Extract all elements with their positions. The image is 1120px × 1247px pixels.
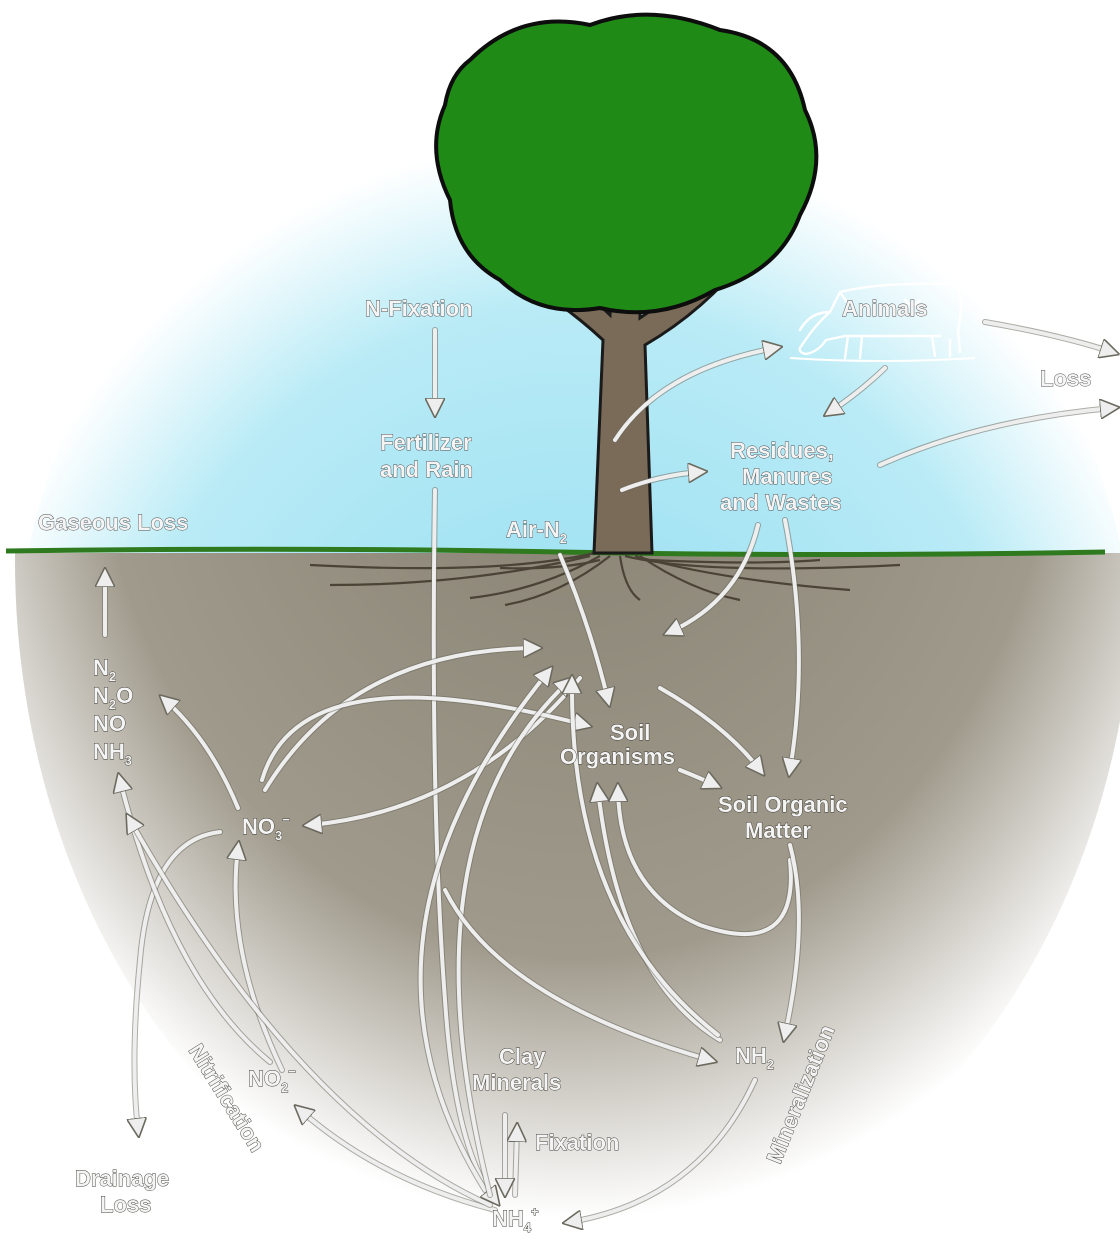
- arrow-nh4-clay: [515, 1130, 517, 1195]
- nh4-subscript: 4: [524, 1220, 532, 1235]
- no2-text: NO: [248, 1066, 281, 1091]
- soil-organisms-label-line2: Organisms: [560, 744, 675, 769]
- n2-subscript: 2: [109, 669, 116, 684]
- soil-organisms-label-line1: Soil: [610, 720, 650, 745]
- nh2-subscript: 2: [767, 1057, 774, 1072]
- nh4-superscript: +: [531, 1204, 539, 1219]
- animals-label: Animals: [842, 296, 928, 321]
- n2o-subscript: 2: [109, 697, 116, 712]
- no3-text: NO: [242, 814, 275, 839]
- fertilizer-label-line2: and Rain: [380, 457, 473, 482]
- residues-label-line3: and Wastes: [720, 490, 841, 515]
- nh2-text: NH: [735, 1043, 767, 1068]
- drainage-loss-label-line2: Loss: [100, 1192, 151, 1217]
- gaseous-loss-label: Gaseous Loss: [38, 510, 188, 535]
- drainage-loss-label-line1: Drainage: [75, 1166, 169, 1191]
- residues-label-line2: Manures: [742, 464, 832, 489]
- soil-organic-matter-label-line2: Matter: [745, 818, 811, 843]
- no2-subscript: 2: [281, 1080, 288, 1095]
- n2o-text-b: O: [116, 683, 133, 708]
- n2o-text-a: N: [93, 683, 109, 708]
- soil-organic-matter-label-line1: Soil Organic: [718, 792, 848, 817]
- no3-subscript: 3: [275, 828, 282, 843]
- n2-text: N: [93, 655, 109, 680]
- nh3-subscript: 3: [125, 753, 132, 768]
- air-n2-label: Air-N2: [506, 517, 567, 546]
- air-n2-subscript: 2: [560, 531, 567, 546]
- no-label: NO: [93, 711, 126, 736]
- fertilizer-label-line1: Fertilizer: [380, 430, 472, 455]
- fixation-label: Fixation: [535, 1130, 619, 1155]
- no3-superscript: −: [282, 812, 290, 827]
- tree-canopy: [436, 15, 816, 313]
- loss-label: Loss: [1040, 366, 1091, 391]
- nh4-text: NH: [492, 1206, 524, 1231]
- air-n2-text: Air-N: [506, 517, 560, 542]
- no2-superscript: −: [288, 1064, 296, 1079]
- clay-minerals-label-line2: Minerals: [472, 1070, 561, 1095]
- n-fixation-label: N-Fixation: [365, 296, 473, 321]
- residues-label-line1: Residues,: [730, 438, 834, 463]
- clay-minerals-label-line1: Clay: [499, 1044, 546, 1069]
- nh3-text: NH: [93, 739, 125, 764]
